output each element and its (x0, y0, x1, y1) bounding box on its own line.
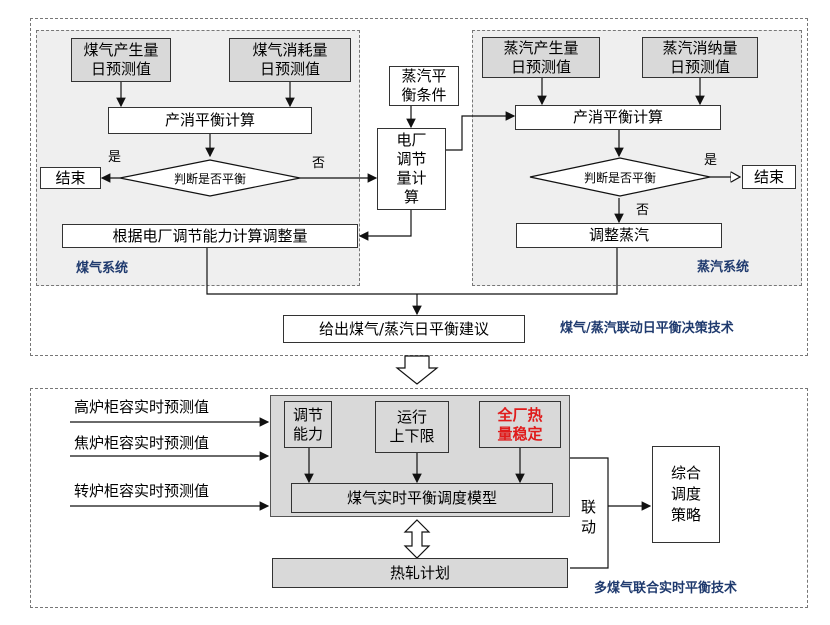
gas-adjust-box: 根据电厂调节能力计算调整量 (62, 224, 358, 248)
steam-end-label: 结束 (753, 167, 784, 186)
gas-consume-line1: 煤气消耗量 (252, 41, 328, 59)
steam-adjust-label: 调整蒸汽 (588, 226, 649, 244)
plant-adjust-calc-box: 电厂 调节 量计 算 (377, 128, 446, 210)
steam-balance-calc-label: 产消平衡计算 (572, 108, 663, 126)
gas-end-label: 结束 (55, 168, 86, 187)
operating-limits-line1: 运行 (396, 408, 427, 426)
top-tech-label: 煤气/蒸汽联动日平衡决策技术 (560, 321, 734, 336)
operating-limits-box: 运行 上下限 (375, 401, 449, 453)
operating-limits-line2: 上下限 (389, 427, 435, 445)
steam-consume-line1: 蒸汽消纳量 (662, 38, 738, 57)
hot-rolling-plan-label: 热轧计划 (389, 563, 450, 582)
steam-yes-label: 是 (704, 153, 718, 168)
plant-calc-line4: 算 (403, 188, 419, 206)
adjust-ability-line2: 能力 (292, 424, 323, 443)
realtime-balance-model-box: 煤气实时平衡调度模型 (291, 483, 553, 513)
strategy-line1: 综合 (670, 464, 701, 482)
linkage-label-line2: 动 (581, 518, 597, 536)
gas-decision-label: 判断是否平衡 (173, 171, 246, 186)
hot-rolling-plan-box: 热轧计划 (272, 558, 568, 588)
comprehensive-strategy-box: 综合 调度 策略 (652, 446, 720, 543)
input-coke-oven-label: 焦炉柜容实时预测值 (74, 434, 210, 452)
adjust-ability-box: 调节 能力 (284, 401, 332, 448)
gas-no-label: 否 (312, 156, 326, 171)
steam-consume-line2: 日预测值 (669, 57, 730, 76)
input-blast-furnace-label: 高炉柜容实时预测值 (74, 398, 210, 416)
steam-end-box: 结束 (742, 165, 796, 189)
realtime-balance-model-label: 煤气实时平衡调度模型 (346, 488, 497, 507)
bottom-outer-region (30, 388, 808, 608)
plant-heat-stable-box: 全厂热 量稳定 (479, 401, 561, 448)
linkage-label-line1: 联 (581, 498, 597, 516)
steam-decision-label: 判断是否平衡 (583, 170, 656, 185)
input-converter-label: 转炉柜容实时预测值 (74, 482, 210, 500)
steam-balance-calc-box: 产消平衡计算 (515, 105, 721, 130)
adjust-ability-line1: 调节 (292, 405, 323, 424)
steam-no-label: 否 (636, 203, 650, 218)
strategy-line2: 调度 (670, 485, 701, 503)
steam-consume-forecast-box: 蒸汽消纳量 日预测值 (642, 37, 758, 78)
strategy-line3: 策略 (670, 506, 701, 524)
steam-produce-forecast-box: 蒸汽产生量 日预测值 (482, 37, 600, 78)
gas-balance-calc-box: 产消平衡计算 (108, 107, 312, 134)
steam-condition-line1: 蒸汽平 (401, 67, 447, 85)
gas-balance-calc-label: 产消平衡计算 (164, 111, 255, 129)
gas-produce-forecast-box: 煤气产生量 日预测值 (71, 38, 171, 82)
steam-condition-line2: 衡条件 (401, 86, 447, 104)
bottom-tech-label: 多煤气联合实时平衡技术 (594, 581, 738, 596)
gas-consume-line2: 日预测值 (259, 60, 320, 78)
steam-produce-line1: 蒸汽产生量 (503, 38, 579, 57)
gas-produce-line1: 煤气产生量 (83, 41, 159, 59)
plant-calc-line1: 电厂 (396, 131, 427, 149)
steam-adjust-box: 调整蒸汽 (516, 223, 722, 248)
gas-system-label: 煤气系统 (76, 261, 129, 276)
gas-consume-forecast-box: 煤气消耗量 日预测值 (229, 38, 351, 82)
daily-balance-advice-box: 给出煤气/蒸汽日平衡建议 (283, 315, 525, 343)
plant-calc-line2: 调节 (396, 150, 427, 168)
steam-produce-line2: 日预测值 (510, 57, 571, 76)
gas-produce-line2: 日预测值 (90, 60, 151, 78)
daily-balance-advice-label: 给出煤气/蒸汽日平衡建议 (318, 319, 490, 338)
plant-heat-stable-line1: 全厂热 (497, 405, 543, 424)
gas-yes-label: 是 (108, 150, 122, 165)
gas-adjust-label: 根据电厂调节能力计算调整量 (112, 226, 308, 245)
plant-heat-stable-line2: 量稳定 (497, 424, 543, 443)
steam-system-label: 蒸汽系统 (697, 260, 750, 275)
steam-condition-box: 蒸汽平 衡条件 (389, 66, 459, 106)
gas-end-box: 结束 (40, 167, 101, 189)
plant-calc-line3: 量计 (396, 169, 427, 187)
